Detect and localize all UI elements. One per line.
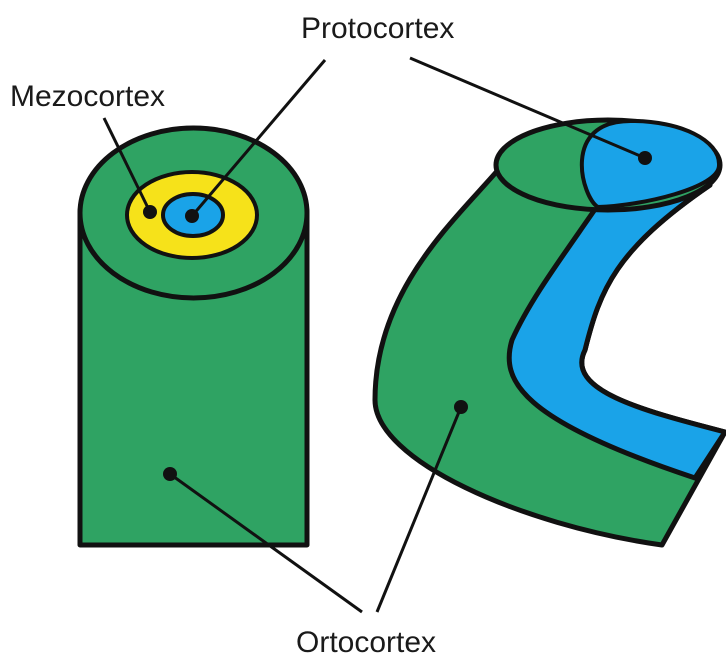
dot-ortocortex-right xyxy=(454,400,468,414)
dot-mezocortex xyxy=(143,205,157,219)
label-mezocortex: Mezocortex xyxy=(10,80,165,113)
dot-protocortex-left xyxy=(185,209,199,223)
curved-tube xyxy=(375,120,725,545)
dot-ortocortex-left xyxy=(163,467,177,481)
straight-cylinder xyxy=(80,128,307,545)
label-ortocortex: Ortocortex xyxy=(296,626,436,659)
dot-protocortex-right xyxy=(638,151,652,165)
label-protocortex: Protocortex xyxy=(301,12,454,45)
